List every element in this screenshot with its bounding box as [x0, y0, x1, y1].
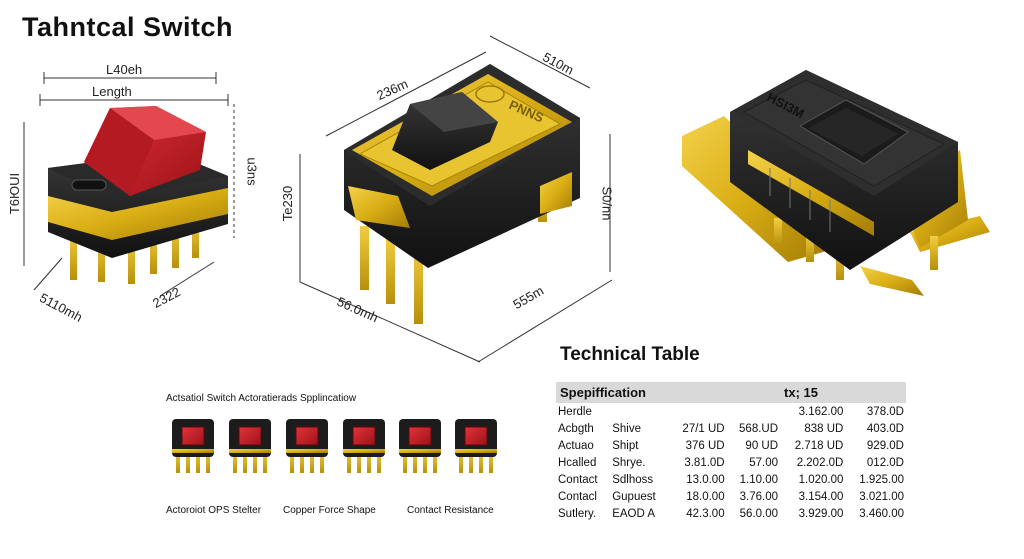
table-cell: Shipt: [612, 439, 639, 452]
table-row: Contacl Gupuest 18.0.00 3.76.00 3.154.00 3.02…: [556, 488, 906, 505]
table-row: Actuao Shipt 376 UD 90 UD 2.718 UD 929.0D: [556, 437, 906, 454]
application-caption-2: Copper Force Shape: [283, 505, 376, 516]
table-cell: 3.76.00: [739, 490, 779, 503]
table-cell: 568.UD: [739, 422, 779, 435]
table-cell: 378.0D: [866, 405, 904, 418]
table-cell: 3.81.0D: [684, 456, 725, 469]
table-cell: 13.0.00: [686, 473, 725, 486]
table-cell: Actuao: [558, 439, 594, 452]
table-cell: 3.154.00: [798, 490, 844, 503]
table-row: Acbgth Shive 27/1 UD 568.UD 838 UD 403.0D: [556, 420, 906, 437]
table-row: Contact Sdlhoss 13.0.00 1.10.00 1.020.00 1.92…: [556, 471, 906, 488]
technical-table-title: Technical Table: [560, 344, 700, 365]
table-cell: Shrye.: [612, 456, 646, 469]
table-cell: Contacl: [558, 490, 597, 503]
table-cell: 3.162.00: [798, 405, 844, 418]
table-cell: Sutlery.: [558, 507, 597, 520]
dim-left-side: T6ЮUI: [7, 172, 23, 215]
table-cell: Acbgth: [558, 422, 594, 435]
application-caption-3: Contact Resistance: [407, 505, 494, 516]
table-header-spec: Spepiffication: [556, 382, 781, 403]
page-title: Tahntcal Switch: [22, 12, 234, 42]
table-cell: Shive: [612, 422, 641, 435]
table-header-row: Spepiffication tx; 15: [556, 382, 906, 403]
table-cell: 3.929.00: [798, 507, 844, 520]
table-cell: 3.460.00: [859, 507, 904, 520]
table-cell: 3.021.00: [859, 490, 904, 503]
table-cell: 838 UD: [804, 422, 844, 435]
table-cell: 57.00: [749, 456, 779, 469]
table-cell: [610, 403, 669, 420]
table-cell: 2.202.0D: [796, 456, 844, 469]
app-icon-2: [229, 419, 271, 473]
app-icon-3: [286, 419, 328, 473]
left-pins: [70, 220, 199, 284]
table-row: Herdle 3.162.00 378.0D: [556, 403, 906, 420]
table-cell: 1.925.00: [859, 473, 904, 486]
table-cell: [669, 403, 726, 420]
table-cell: 376 UD: [685, 439, 725, 452]
table-cell: 929.0D: [866, 439, 904, 452]
dim-left-length: Length: [92, 84, 132, 99]
table-cell: Hcalled: [558, 456, 597, 469]
table-cell: Sdlhoss: [612, 473, 654, 486]
table-header-value: tx; 15: [780, 382, 906, 403]
app-icon-4: [343, 419, 385, 473]
app-icon-6: [455, 419, 497, 473]
table-row: Hcalled Shrye. 3.81.0D 57.00 2.202.0D 012.0D: [556, 454, 906, 471]
table-cell: Contact: [558, 473, 598, 486]
table-cell: 1.020.00: [798, 473, 844, 486]
right-switch: HSI3M: [682, 70, 990, 296]
dim-center-right-side: S0/nn: [599, 186, 615, 221]
table-cell: 18.0.00: [686, 490, 725, 503]
table-cell: Gupuest: [612, 490, 656, 503]
table-cell: 56.0.00: [739, 507, 779, 520]
table-cell: 403.0D: [866, 422, 904, 435]
table-cell: 42.3.00: [686, 507, 725, 520]
center-switch: PNNS: [299, 35, 613, 363]
table-row: Sutlery. EAOD A 42.3.00 56.0.00 3.929.00 3.46…: [556, 505, 906, 522]
app-icon-1: [172, 419, 214, 473]
applications-title: Actsatiol Switch Actoratierads Spplincat…: [166, 393, 357, 404]
application-icons: [172, 419, 497, 473]
table-cell: 90 UD: [745, 439, 779, 452]
table-cell: [727, 403, 780, 420]
table-cell: 27/1 UD: [682, 422, 725, 435]
left-switch: [23, 72, 235, 297]
dim-center-left-side: Te230: [280, 185, 296, 222]
app-icon-5: [399, 419, 441, 473]
table-cell: 012.0D: [866, 456, 904, 469]
table-cell: 1.10.00: [739, 473, 779, 486]
application-caption-1: Actoroiot OPS Stelter: [166, 505, 262, 516]
table-cell: 2.718 UD: [794, 439, 844, 452]
dim-left-top: L40eh: [106, 62, 143, 77]
technical-table: Spepiffication tx; 15 Herdle 3.162.00 378.…: [556, 382, 906, 522]
table-cell: EAOD A: [612, 507, 656, 520]
table-cell: Herdle: [558, 405, 592, 418]
dim-left-right-side: u3ns: [244, 157, 260, 186]
